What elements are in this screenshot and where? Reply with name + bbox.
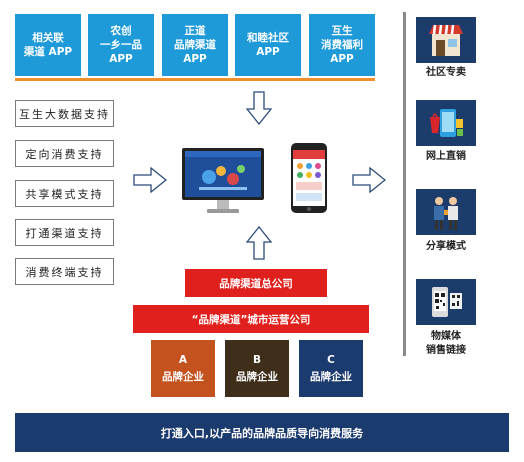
- footer-banner: 打通入口,以产品的品牌品质导向消费服务: [15, 413, 509, 452]
- support-item-4: 打通渠道支持: [15, 219, 114, 246]
- enterprise-label: 品牌企业: [162, 370, 204, 383]
- qr-code-icon: [432, 287, 462, 317]
- app-box-1: 相关联 渠道 APP: [15, 14, 81, 76]
- side-tile-online: [416, 100, 476, 146]
- desktop-monitor-icon: [182, 148, 264, 213]
- enterprise-box-b: B 品牌企业: [225, 340, 289, 397]
- app-box-2: 农创 一乡一品 APP: [88, 14, 154, 76]
- orange-divider: [15, 78, 375, 81]
- side-label-media: 物媒体 销售链接: [426, 331, 466, 356]
- city-ops-box: “品牌渠道”城市运营公司: [133, 305, 369, 333]
- support-label: 定向消费支持: [25, 147, 104, 161]
- app-label: 和睦社区 APP: [247, 32, 289, 58]
- enterprise-label: 品牌企业: [310, 370, 352, 383]
- hq-label: 品牌渠道总公司: [219, 277, 293, 290]
- up-arrow-icon: [246, 226, 272, 260]
- enterprise-label: 品牌企业: [236, 370, 278, 383]
- right-arrow-icon: [352, 167, 386, 193]
- side-tile-media: [416, 279, 476, 325]
- side-label-sharing: 分享模式: [426, 241, 466, 252]
- enterprise-box-c: C 品牌企业: [299, 340, 363, 397]
- support-item-1: 互生大数据支持: [15, 100, 114, 127]
- side-tile-community: [416, 17, 476, 63]
- footer-label: 打通入口,以产品的品牌品质导向消费服务: [160, 426, 364, 440]
- support-item-2: 定向消费支持: [15, 140, 114, 167]
- support-label: 打通渠道支持: [25, 226, 104, 240]
- enterprise-box-a: A 品牌企业: [151, 340, 215, 397]
- side-label-community: 社区专卖: [426, 67, 466, 78]
- side-label-online: 网上直销: [426, 151, 466, 162]
- app-label: 互生 消费福利 APP: [321, 25, 363, 65]
- enterprise-letter: B: [252, 353, 261, 366]
- online-shopping-icon: [430, 109, 463, 137]
- side-tile-sharing: [416, 189, 476, 235]
- city-ops-label: “品牌渠道”城市运营公司: [191, 313, 311, 326]
- enterprise-letter: C: [327, 353, 335, 366]
- right-arrow-icon: [133, 167, 167, 193]
- sharing-people-icon: [434, 197, 458, 230]
- storefront-icon: [429, 24, 463, 56]
- app-label: 农创 一乡一品 APP: [100, 25, 142, 65]
- app-label: 正道 品牌渠道 APP: [174, 25, 216, 65]
- support-label: 消费终端支持: [25, 265, 104, 279]
- app-box-4: 和睦社区 APP: [235, 14, 301, 76]
- app-box-3: 正道 品牌渠道 APP: [162, 14, 228, 76]
- vertical-divider: [403, 12, 406, 356]
- app-label: 相关联 渠道 APP: [23, 32, 73, 58]
- support-item-5: 消费终端支持: [15, 258, 114, 285]
- app-box-5: 互生 消费福利 APP: [309, 14, 375, 76]
- hq-company-box: 品牌渠道总公司: [185, 269, 327, 297]
- enterprise-letter: A: [178, 353, 188, 366]
- smartphone-icon: [291, 143, 327, 213]
- down-arrow-icon: [246, 91, 272, 125]
- support-item-3: 共享模式支持: [15, 180, 114, 207]
- support-label: 共享模式支持: [25, 187, 104, 201]
- support-label: 互生大数据支持: [19, 107, 110, 121]
